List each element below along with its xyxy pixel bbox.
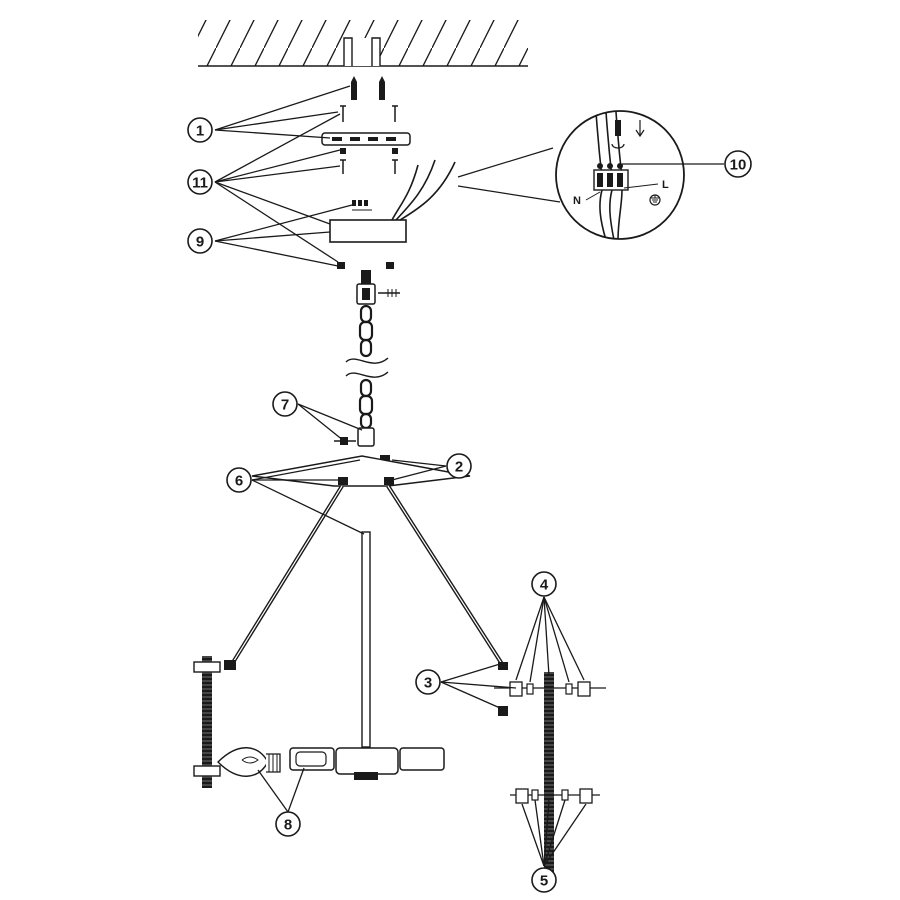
callout-3: 3 (415, 669, 441, 695)
lamp-holders (289, 747, 445, 780)
callout-4-label: 4 (540, 577, 549, 594)
callout-3-label: 3 (424, 675, 432, 692)
callout-5-label: 5 (540, 873, 548, 890)
neutral-wire-label: N (573, 195, 581, 207)
callout-6: 6 (226, 467, 252, 493)
callout-11-label: 11 (192, 175, 208, 192)
callout-9: 9 (187, 228, 213, 254)
wiring-zoom-inset: N L (457, 110, 685, 240)
callout-8: 8 (275, 811, 301, 837)
canopy-nuts (337, 262, 394, 269)
left-vertical-rod (193, 656, 236, 788)
callout-1-label: 1 (196, 123, 204, 140)
live-wire-label: L (662, 179, 669, 191)
mounting-bracket (321, 132, 411, 154)
callout-10-label: 10 (730, 157, 747, 174)
callout-2: 2 (446, 453, 472, 479)
callout-9-label: 9 (196, 234, 204, 251)
chain (358, 304, 374, 430)
callout-10: 10 (724, 150, 752, 178)
mounting-screws (340, 105, 398, 174)
callout-4: 4 (531, 571, 557, 597)
chain-break-marks (345, 357, 389, 378)
earth-symbol (649, 194, 661, 206)
exploded-rod-detail (494, 672, 606, 872)
callout-7: 7 (272, 391, 298, 417)
callout-2-label: 2 (455, 459, 463, 476)
wall-anchors (351, 76, 385, 100)
wire-connector (352, 200, 372, 211)
callout-7-label: 7 (281, 397, 289, 414)
callout-5: 5 (531, 867, 557, 893)
ceiling (198, 20, 528, 67)
canopy-hook (356, 270, 400, 305)
candle-bulb (217, 747, 281, 777)
chandelier-arms (230, 484, 504, 748)
leader-lines (214, 85, 724, 867)
arm-end-fittings (498, 662, 508, 716)
supply-wires (391, 159, 456, 221)
callout-1: 1 (187, 117, 213, 143)
callout-11: 11 (187, 169, 213, 195)
callout-6-label: 6 (235, 473, 243, 490)
ceiling-canopy (329, 219, 407, 243)
callout-8-label: 8 (284, 817, 292, 834)
body-hub (251, 427, 471, 487)
